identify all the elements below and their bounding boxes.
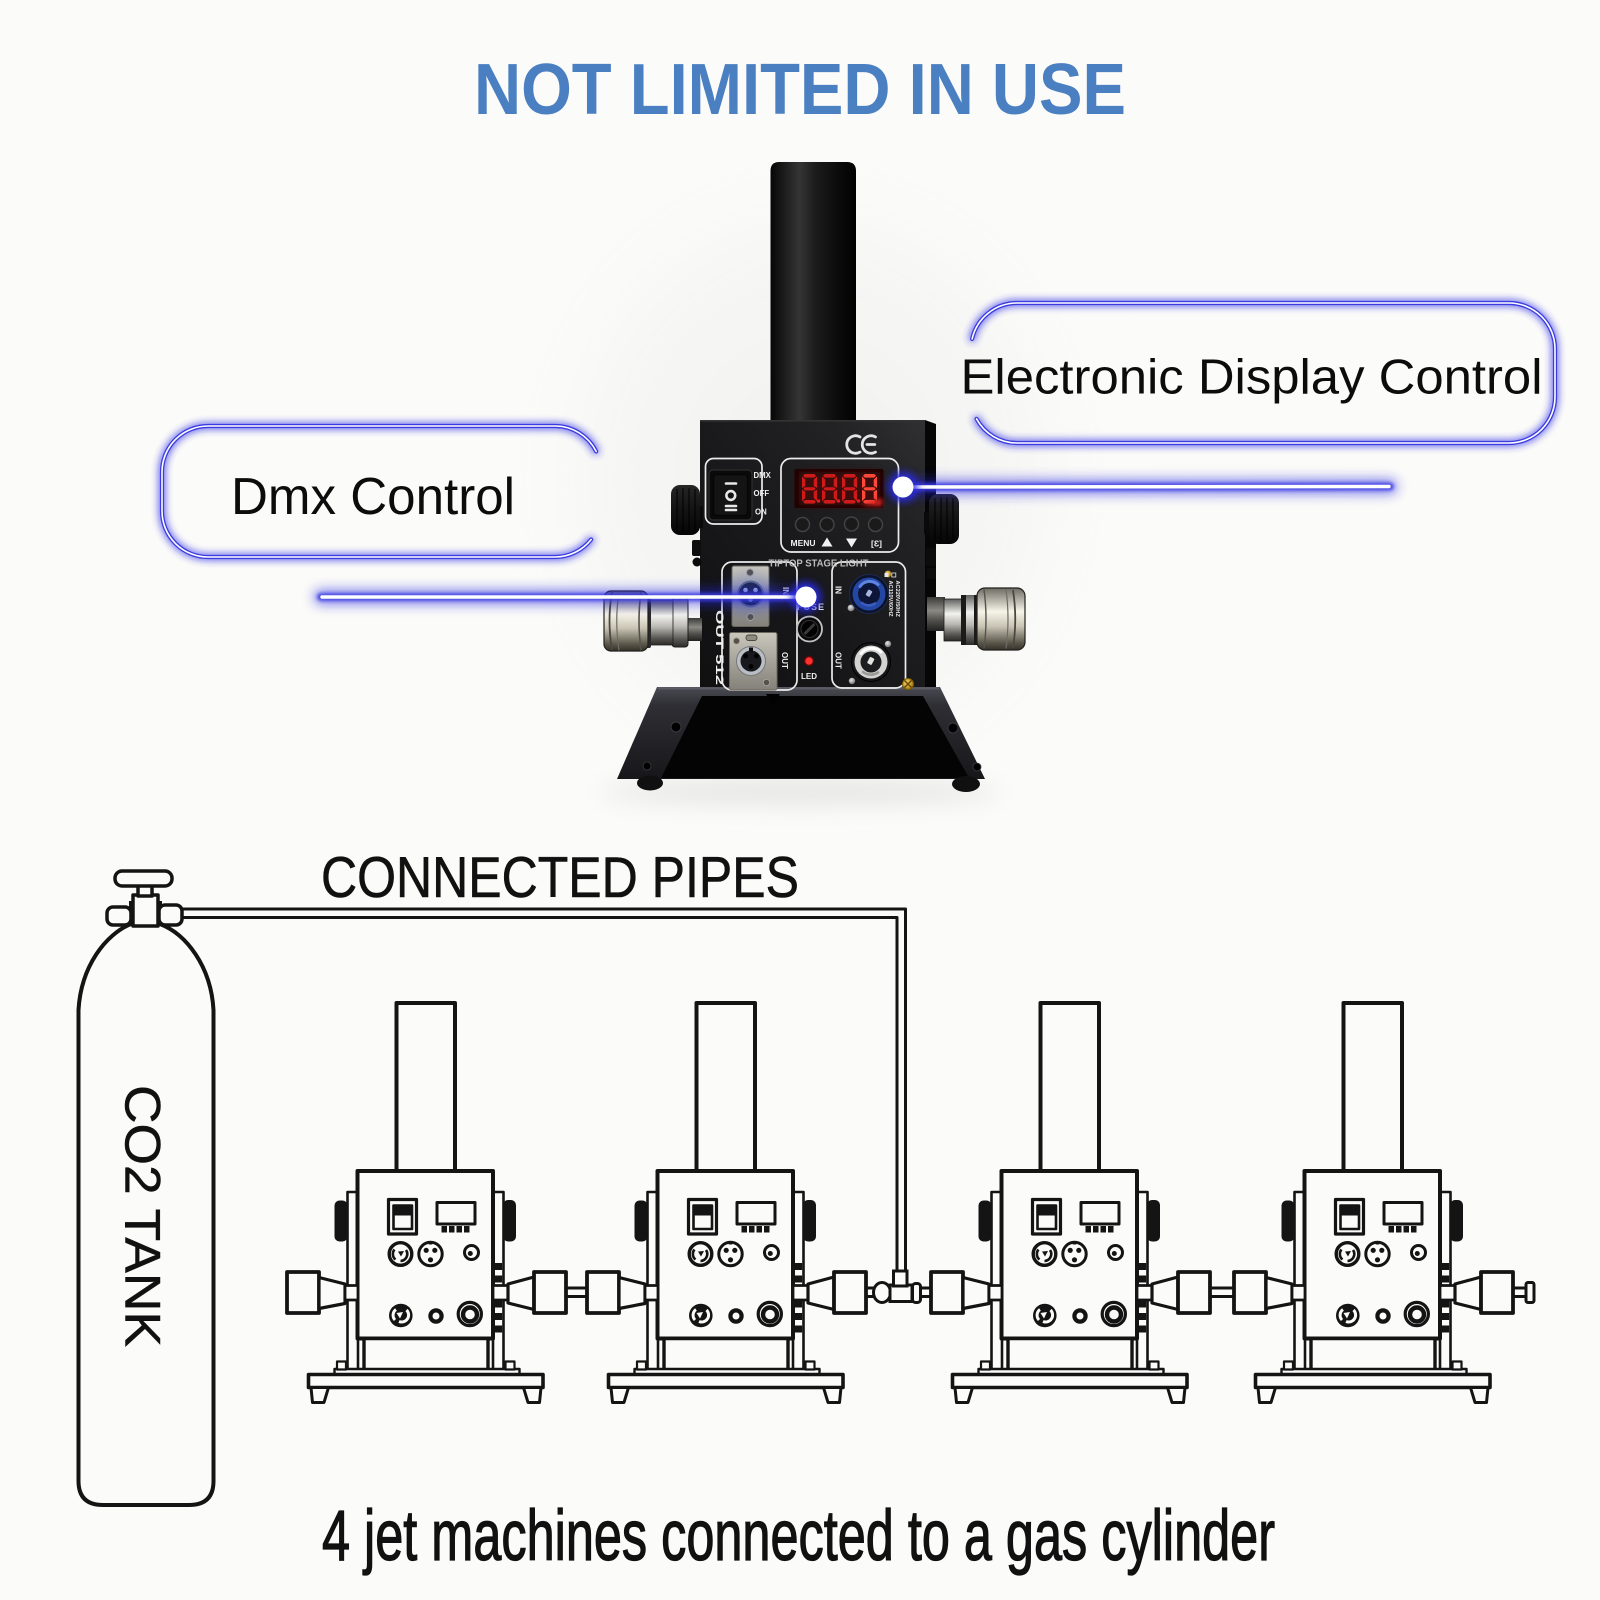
svg-text:LED: LED xyxy=(801,672,817,681)
svg-text:AC110V/60HZ: AC110V/60HZ xyxy=(887,581,893,618)
svg-text:4 jet machines connected to a: 4 jet machines connected to a gas cylind… xyxy=(322,1496,1275,1576)
svg-text:OUT: OUT xyxy=(780,652,789,669)
svg-text:AC220V/50HZ: AC220V/50HZ xyxy=(894,581,900,618)
svg-text:CONNECTED PIPES: CONNECTED PIPES xyxy=(321,846,799,910)
svg-text:[Ɛ]: [Ɛ] xyxy=(871,539,882,549)
svg-text:MENU: MENU xyxy=(790,538,815,548)
svg-text:OUT: OUT xyxy=(834,652,843,669)
svg-text:OUT 512: OUT 512 xyxy=(713,610,725,685)
svg-text:Dmx Control: Dmx Control xyxy=(231,468,515,526)
svg-text:OFF: OFF xyxy=(754,489,770,498)
svg-text:TIPTOP STAGE LIGHT: TIPTOP STAGE LIGHT xyxy=(769,558,870,570)
svg-text:NOT LIMITED IN USE: NOT LIMITED IN USE xyxy=(474,48,1126,130)
svg-text:Electronic Display Control: Electronic Display Control xyxy=(961,351,1543,405)
svg-text:ON: ON xyxy=(755,508,767,517)
svg-text:DMX: DMX xyxy=(754,471,772,480)
svg-text:CO2 TANK: CO2 TANK xyxy=(115,1085,171,1347)
svg-text:IN: IN xyxy=(834,586,843,594)
